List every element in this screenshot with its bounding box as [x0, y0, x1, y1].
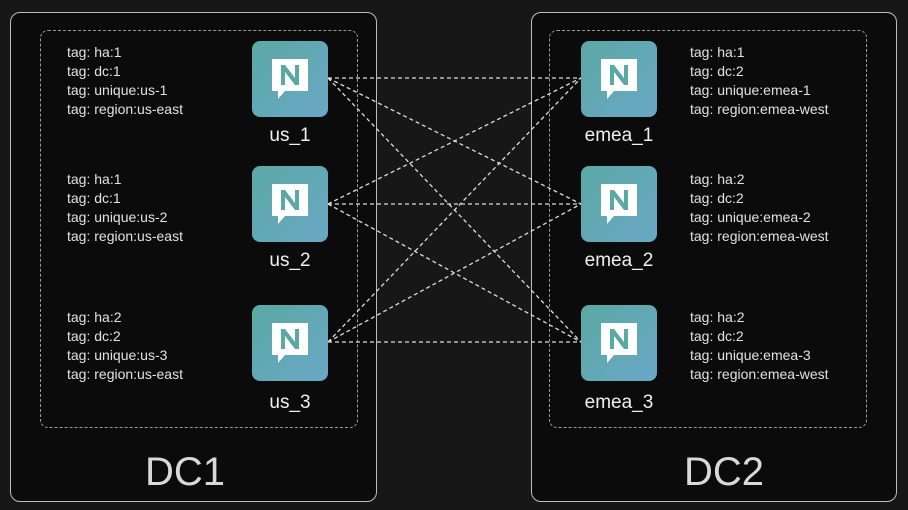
node-emea-1[interactable]	[581, 41, 657, 117]
node-label-us-3: us_3	[269, 392, 311, 413]
node-us-3[interactable]	[252, 305, 328, 381]
node-us-1[interactable]	[252, 41, 328, 117]
nats-n-logo-icon	[272, 323, 308, 363]
nats-n-logo-icon	[272, 184, 308, 224]
datacenter-label-dc1: DC1	[144, 450, 226, 494]
nats-n-logo-icon	[272, 59, 308, 99]
nats-n-logo-icon	[601, 59, 637, 99]
cluster-group-dc1	[40, 30, 358, 428]
link-us_2-emea_1	[327, 77, 582, 205]
node-us-2[interactable]	[252, 166, 328, 242]
node-label-us-2: us_2	[269, 250, 311, 271]
node-emea-3[interactable]	[581, 305, 657, 381]
cluster-group-dc2	[549, 30, 867, 428]
nats-n-logo-icon	[601, 184, 637, 224]
node-label-emea-3: emea_3	[584, 392, 654, 413]
node-emea-2[interactable]	[581, 166, 657, 242]
link-us_3-emea_2	[327, 203, 582, 343]
nats-n-logo-icon	[601, 323, 637, 363]
datacenter-label-dc2: DC2	[683, 450, 765, 494]
node-label-emea-1: emea_1	[584, 125, 654, 146]
node-label-emea-2: emea_2	[584, 250, 654, 271]
link-us_3-emea_1	[327, 77, 582, 343]
link-us_2-emea_3	[327, 203, 582, 343]
node-label-us-1: us_1	[269, 125, 311, 146]
